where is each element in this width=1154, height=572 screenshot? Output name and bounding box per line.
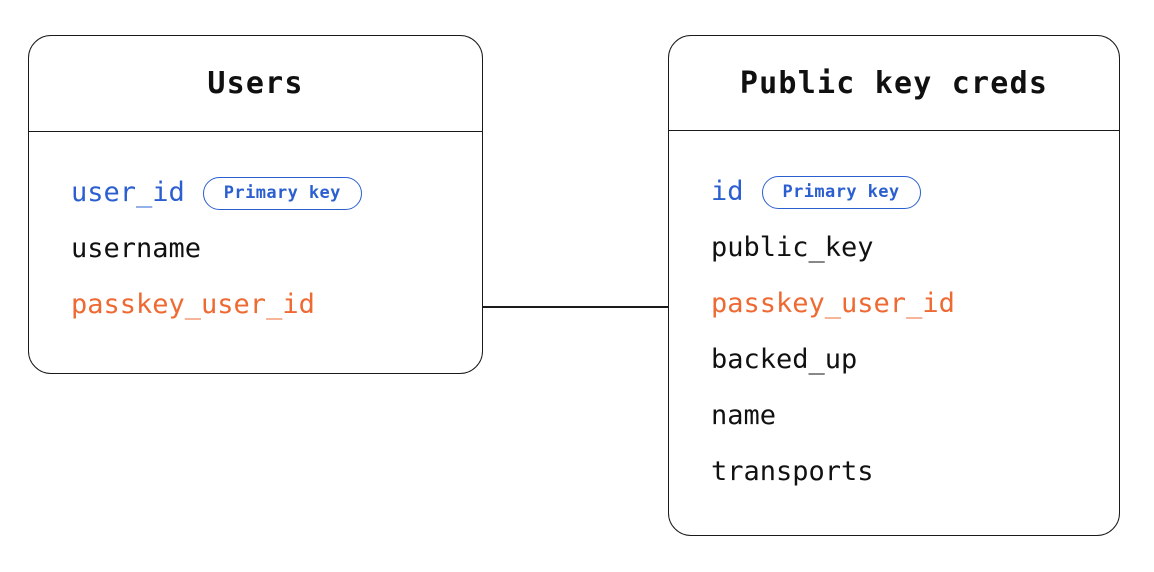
attribute-name: id (711, 176, 744, 207)
entity-title: Users (207, 66, 304, 101)
entity-title: Public key creds (739, 65, 1049, 101)
attribute-name: passkey_user_id (71, 289, 315, 320)
attribute-name: transports (711, 456, 874, 487)
attribute-row[interactable]: name (711, 399, 776, 433)
primary-key-badge-label: Primary key (782, 182, 900, 202)
attribute-name: passkey_user_id (711, 288, 955, 319)
attribute-name: public_key (711, 232, 874, 263)
attribute-row[interactable]: username (71, 232, 201, 266)
entity-header-public-key-creds: Public key creds (669, 36, 1119, 131)
entity-body-users: user_id Primary key username passkey_user_i… (29, 132, 482, 375)
attribute-name: backed_up (711, 344, 858, 375)
attribute-row[interactable]: user_id Primary key (71, 176, 362, 210)
attribute-row[interactable]: passkey_user_id (711, 287, 955, 321)
attribute-name: username (71, 233, 202, 264)
primary-key-badge-label: Primary key (223, 183, 341, 203)
attribute-row[interactable]: passkey_user_id (71, 288, 315, 322)
attribute-row[interactable]: transports (711, 455, 874, 489)
attribute-row[interactable]: id Primary key (711, 175, 921, 209)
relationship-connector (483, 306, 668, 308)
attribute-row[interactable]: public_key (711, 231, 874, 265)
attribute-name: user_id (71, 177, 185, 208)
entity-table-users[interactable]: Users user_id Primary key username passkey_u… (28, 35, 483, 374)
primary-key-badge: Primary key (761, 175, 921, 209)
primary-key-badge: Primary key (202, 176, 362, 210)
attribute-name: name (711, 400, 777, 431)
attribute-row[interactable]: backed_up (711, 343, 857, 377)
entity-header-users: Users (29, 36, 482, 132)
